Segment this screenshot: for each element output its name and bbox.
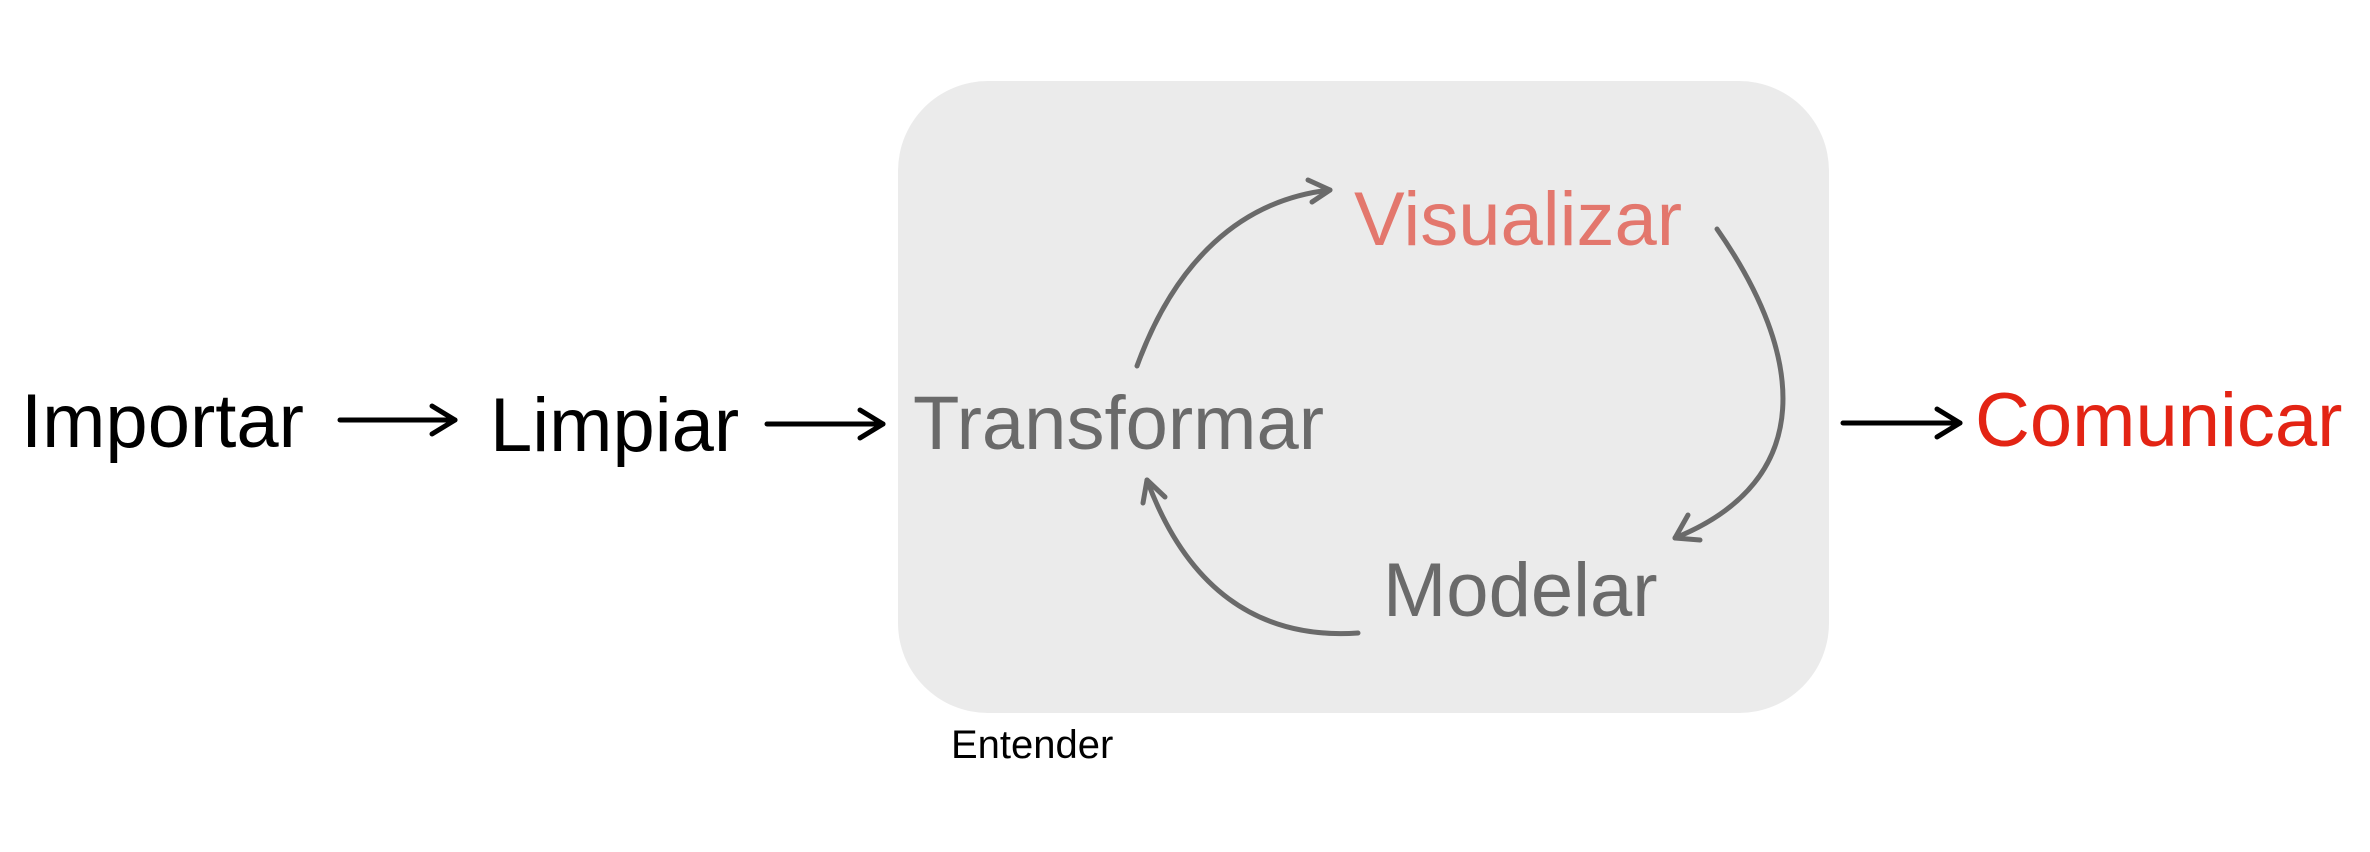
node-importar: Importar xyxy=(21,379,304,464)
arrow-limpiar-to-transformar xyxy=(764,407,886,441)
node-comunicar: Comunicar xyxy=(1975,378,2343,463)
group-label-entender: Entender xyxy=(951,723,1114,767)
node-visualizar: Visualizar xyxy=(1354,177,1683,262)
arrow-visualizar-to-modelar xyxy=(1672,226,1786,543)
node-transformar: Transformar xyxy=(913,381,1325,466)
node-modelar: Modelar xyxy=(1383,548,1658,633)
node-limpiar: Limpiar xyxy=(490,383,740,468)
arrow-transformar-to-visualizar xyxy=(1134,177,1333,369)
arrow-modelar-to-transformar xyxy=(1140,477,1361,637)
arrow-importar-to-limpiar xyxy=(337,403,458,437)
entender-group-box xyxy=(898,81,1829,713)
arrow-entender-to-comunicar xyxy=(1840,406,1963,440)
